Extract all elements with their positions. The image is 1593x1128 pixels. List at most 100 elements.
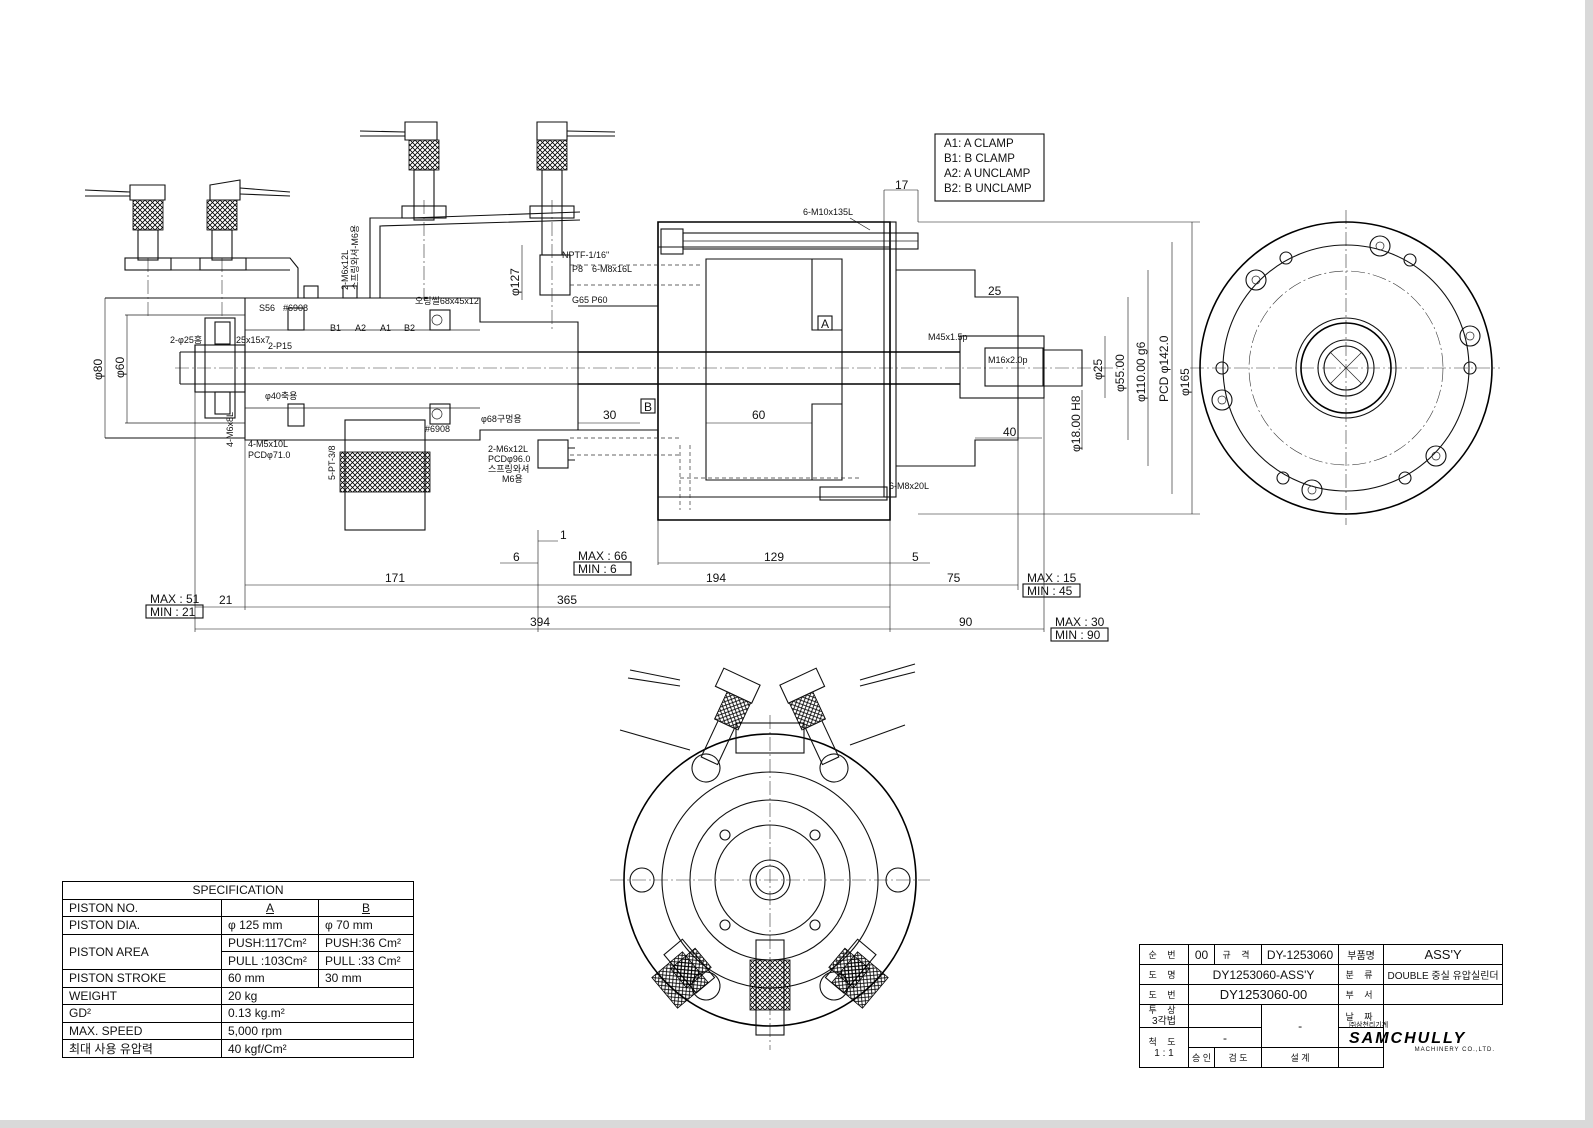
company-name: SAMCHULLY <box>1349 1030 1467 1047</box>
dim-b6908b: #6908 <box>425 424 450 434</box>
port-a1: A1 <box>380 323 391 333</box>
spec-area-b-pull: PULL :33 Cm² <box>318 951 414 970</box>
dim-b6908a: #6908 <box>283 303 308 313</box>
tb-seq-label: 순 번 <box>1139 944 1189 965</box>
dim-6: 6 <box>513 550 520 564</box>
dim-oring: 오링씰68x45x12 <box>415 295 479 306</box>
spec-dia-label: PISTON DIA. <box>62 916 222 935</box>
dim-90: 90 <box>959 615 973 629</box>
spec-area-a-push: PUSH:117Cm² <box>221 933 319 953</box>
dim-171: 171 <box>385 571 405 585</box>
dim-m8x16: 6-M8x16L <box>592 264 632 274</box>
spec-gd2-value: 0.13 kg.m² <box>221 1004 414 1023</box>
dim-30: 30 <box>603 408 617 422</box>
spec-dia-b: φ 70 mm <box>318 916 414 935</box>
company-logo: ㈜삼천리기계 SAMCHULLY MACHINERY CO.,LTD. <box>1349 1020 1499 1058</box>
tb-dwgno-label: 도 번 <box>1139 984 1189 1005</box>
tb-dwgname: DY1253060-ASS'Y <box>1187 964 1340 985</box>
tb-class-label: 분 류 <box>1338 964 1385 985</box>
tb-date-label: 날 짜 <box>1338 1004 1385 1028</box>
dim-phi127: φ127 <box>508 268 522 296</box>
tb-dwgno: DY1253060-00 <box>1187 984 1340 1005</box>
dim-bolts-top: 6-M10x135L <box>803 207 853 217</box>
specification-table: SPECIFICATION PISTON NO. A B PISTON DIA.… <box>62 881 414 1058</box>
spec-area-label: PISTON AREA <box>62 933 222 970</box>
dim-194: 194 <box>706 571 726 585</box>
dim-max66: MAX : 66 <box>578 549 628 563</box>
dim-25: 25 <box>988 284 1002 298</box>
dim-17: 17 <box>895 178 909 192</box>
sensor-1 <box>84 184 172 318</box>
dim-phi25hole: 2-φ25홈 <box>170 334 202 345</box>
tb-review: 검 도 <box>1214 1047 1263 1068</box>
legend-line-3: A2: A UNCLAMP <box>944 168 1031 180</box>
tb-std-label: 규 격 <box>1214 944 1263 965</box>
spec-speed-value: 5,000 rpm <box>221 1021 414 1041</box>
tag-a: A <box>821 317 829 331</box>
title-block: 순 번 00 규 격 DY-1253060 부품명 ASS'Y 도 명 DY12… <box>1139 944 1504 1068</box>
dim-40: 40 <box>1003 425 1017 439</box>
dim-phi25: φ25 <box>1091 359 1105 380</box>
dim-phi68: φ68구멍용 <box>481 414 522 424</box>
section-view: A B <box>84 121 1120 531</box>
tb-seq: 00 <box>1187 944 1216 965</box>
dim-min45: MIN : 45 <box>1027 584 1073 598</box>
dim-max15: MAX : 15 <box>1027 571 1077 585</box>
dim-s56: S56 <box>259 303 275 313</box>
tb-cell-c <box>1338 1047 1385 1068</box>
dim-60: 60 <box>752 408 766 422</box>
tb-dwgname-label: 도 명 <box>1139 964 1189 985</box>
dim-pt38: 5-PT-3/8 <box>327 445 337 480</box>
tb-cell-a <box>1187 1004 1263 1028</box>
dim-phi80: φ80 <box>91 359 105 380</box>
dim-phi165: φ165 <box>1178 368 1192 396</box>
dim-max51: MAX : 51 <box>150 592 200 606</box>
dim-nptf: NPTF-1/16" <box>562 250 609 260</box>
port-b1: B1 <box>330 323 341 333</box>
spec-pressure-label: 최대 사용 유압력 <box>62 1039 222 1058</box>
dim-pcd142: PCD φ142.0 <box>1157 335 1171 402</box>
dim-129: 129 <box>764 550 784 564</box>
dim-phi110: φ110.00 g6 <box>1134 341 1148 402</box>
dim-394: 394 <box>530 615 550 629</box>
dim-m5x10: 4-M5x10L <box>248 439 288 449</box>
spec-stroke-b: 30 mm <box>318 968 414 988</box>
dim-g65: G65 P60 <box>572 295 608 305</box>
tb-dept-label: 부 서 <box>1338 984 1385 1005</box>
dim-p8: P8 <box>572 264 583 274</box>
dim-phi60: φ60 <box>113 357 127 378</box>
end-view-right <box>1190 210 1500 525</box>
company-sub: MACHINERY CO.,LTD. <box>1414 1047 1495 1053</box>
spec-title: SPECIFICATION <box>62 881 414 900</box>
end-view-bolt-holes <box>1211 235 1481 501</box>
sensor-2 <box>199 179 291 318</box>
spec-weight-label: WEIGHT <box>62 986 222 1006</box>
dim-max30: MAX : 30 <box>1055 615 1105 629</box>
dim-365: 365 <box>557 593 577 607</box>
spec-no-label: PISTON NO. <box>62 898 222 918</box>
tb-proj-label: 투 상 <box>1148 1005 1180 1015</box>
dim-m6yong: M6용 <box>502 474 523 484</box>
legend-line-2: B1: B CLAMP <box>944 153 1015 165</box>
dim-washer2: 스프링와셔 <box>488 463 529 474</box>
dim-1: 1 <box>560 528 567 542</box>
legend-line-4: B2: B UNCLAMP <box>944 183 1032 195</box>
dim-pcd71: PCDφ71.0 <box>248 450 290 460</box>
spec-stroke-label: PISTON STROKE <box>62 968 222 988</box>
spec-no-b: B <box>318 898 414 918</box>
spec-stroke-a: 60 mm <box>221 968 319 988</box>
spec-speed-label: MAX. SPEED <box>62 1021 222 1041</box>
dim-washer1: 스프링와셔-M6용 <box>349 225 360 290</box>
tb-dash-1: - <box>1261 1004 1340 1048</box>
tb-class: DOUBLE 중실 유압실린더 <box>1383 964 1504 985</box>
company-small: ㈜삼천리기계 <box>1349 1022 1389 1029</box>
dim-phi40: φ40축용 <box>265 391 297 401</box>
dim-m6x12b: 2-M6x12L <box>488 444 528 454</box>
dim-m8x20: 6-M8x20L <box>889 481 929 491</box>
dim-pcd96: PCDφ96.0 <box>488 454 530 464</box>
dim-5: 5 <box>912 550 919 564</box>
spec-gd2-label: GD² <box>62 1004 222 1023</box>
spec-area-b-push: PUSH:36 Cm² <box>318 933 414 953</box>
